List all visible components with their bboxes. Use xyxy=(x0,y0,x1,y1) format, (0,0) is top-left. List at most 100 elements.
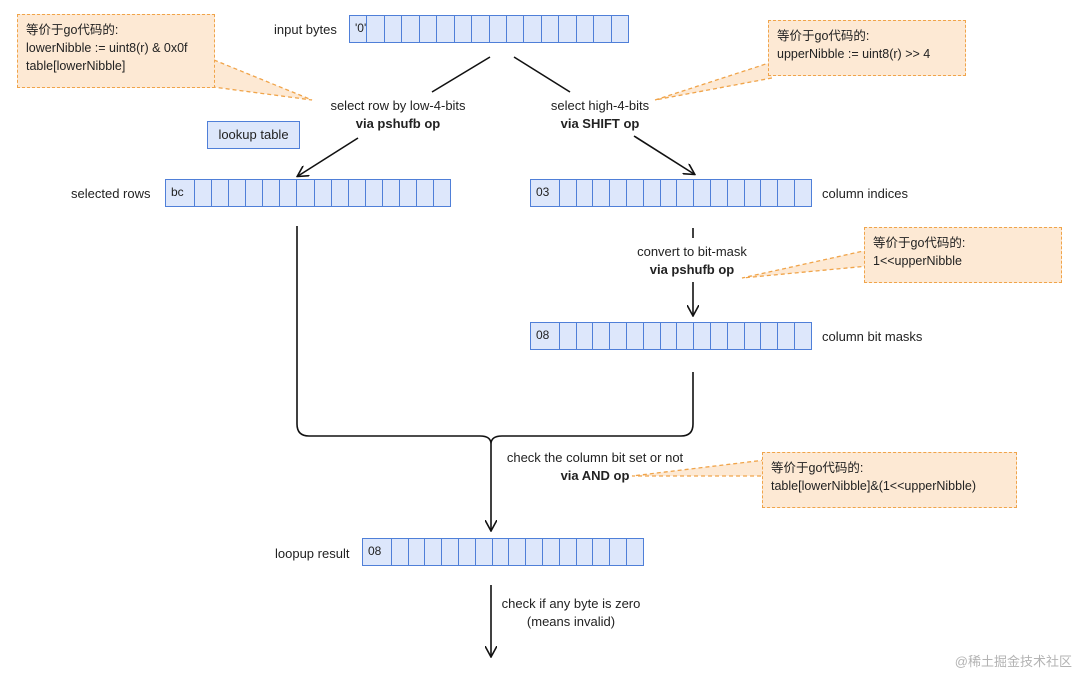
split-line-left xyxy=(431,56,491,93)
step-select-row: select row by low-4-bits via pshufb op xyxy=(330,97,465,133)
register-cell xyxy=(385,16,403,42)
note-upper-nibble: 等价于go代码的: upperNibble := uint8(r) >> 4 xyxy=(768,20,966,76)
column-indices-label: column indices xyxy=(822,186,908,201)
note-lower-line3: table[lowerNibble] xyxy=(26,59,126,73)
bit-mask-first: 08 xyxy=(531,323,560,349)
register-cell xyxy=(612,16,628,42)
register-cell xyxy=(627,539,643,565)
register-cell xyxy=(263,180,281,206)
register-cell xyxy=(476,539,493,565)
step-check-bit-line1: check the column bit set or not xyxy=(506,450,684,465)
register-cell xyxy=(677,180,695,206)
register-cell xyxy=(349,180,366,206)
register-cell xyxy=(425,539,443,565)
note-lower-line1: 等价于go代码的: xyxy=(26,23,119,37)
register-cell xyxy=(728,180,745,206)
register-cell xyxy=(778,323,796,349)
register-cell xyxy=(795,323,811,349)
register-cell xyxy=(229,180,247,206)
register-cell xyxy=(795,180,811,206)
step-check-zero: check if any byte is zero (means invalid… xyxy=(502,595,641,631)
column-bit-masks-register: 08 xyxy=(530,322,812,350)
step-convert-mask-line1: convert to bit-mask xyxy=(637,244,747,259)
watermark: @稀土掘金技术社区 xyxy=(954,654,1072,669)
split-line-right xyxy=(513,56,571,93)
note-and-op: 等价于go代码的: table[lowerNibble]&(1<<upperNi… xyxy=(762,452,1017,508)
register-cell xyxy=(383,180,400,206)
callout-pointer-mask xyxy=(741,249,869,279)
register-cell xyxy=(195,180,213,206)
arrow-to-column-indices xyxy=(633,135,694,174)
register-cell xyxy=(493,539,510,565)
register-cell xyxy=(728,323,745,349)
register-cell xyxy=(366,180,383,206)
note-mask-line1: 等价于go代码的: xyxy=(873,236,966,250)
callout-pointers xyxy=(188,59,869,477)
callout-pointer-upper xyxy=(654,61,773,101)
register-cell xyxy=(246,180,264,206)
register-cell xyxy=(711,323,728,349)
register-cell xyxy=(367,16,385,42)
register-cell xyxy=(402,16,420,42)
selected-rows-register: bc xyxy=(165,179,451,207)
lookup-table-box: lookup table xyxy=(207,121,300,149)
note-lower-nibble: 等价于go代码的: lowerNibble := uint8(r) & 0x0f… xyxy=(17,14,215,88)
register-cell xyxy=(560,539,577,565)
register-cell xyxy=(212,180,230,206)
register-cell xyxy=(577,16,595,42)
register-cell xyxy=(661,323,678,349)
note-lower-line2: lowerNibble := uint8(r) & 0x0f xyxy=(26,41,188,55)
register-cell xyxy=(610,323,627,349)
step-select-high: select high-4-bits via SHIFT op xyxy=(551,97,649,133)
register-cell xyxy=(526,539,544,565)
arrow-to-selected-rows xyxy=(298,137,359,176)
selected-rows-label: selected rows xyxy=(71,186,151,201)
register-cell xyxy=(490,16,507,42)
note-bit-mask: 等价于go代码的: 1<<upperNibble xyxy=(864,227,1062,283)
register-cell xyxy=(610,180,627,206)
register-cell xyxy=(661,180,678,206)
register-cell xyxy=(409,539,426,565)
column-index-first: 03 xyxy=(531,180,560,206)
register-cell xyxy=(472,16,490,42)
step-check-bit: check the column bit set or not via AND … xyxy=(507,449,683,485)
step-check-zero-line2: (means invalid) xyxy=(526,614,616,629)
register-cell xyxy=(434,180,450,206)
register-cell xyxy=(644,180,661,206)
register-cell xyxy=(761,323,779,349)
step-select-high-line2: via SHIFT op xyxy=(560,116,640,131)
step-check-zero-line1: check if any byte is zero xyxy=(501,596,641,611)
register-cell xyxy=(524,16,542,42)
register-cell xyxy=(593,323,611,349)
register-cell xyxy=(745,323,762,349)
input-byte-first: '0' xyxy=(350,16,368,42)
input-bytes-register: '0' xyxy=(349,15,629,43)
register-cell xyxy=(577,323,594,349)
note-upper-line1: 等价于go代码的: xyxy=(777,29,870,43)
lookup-result-first: 08 xyxy=(363,539,392,565)
register-cell xyxy=(593,180,611,206)
step-convert-mask-line2: via pshufb op xyxy=(649,262,735,277)
register-cell xyxy=(543,539,560,565)
note-and-line1: 等价于go代码的: xyxy=(771,461,864,475)
register-cell xyxy=(627,323,644,349)
register-cell xyxy=(507,16,525,42)
register-cell xyxy=(610,539,628,565)
register-cell xyxy=(459,539,476,565)
register-cell xyxy=(627,180,644,206)
register-cell xyxy=(417,180,434,206)
register-cell xyxy=(392,539,409,565)
step-convert-mask: convert to bit-mask via pshufb op xyxy=(637,243,747,279)
step-select-high-line1: select high-4-bits xyxy=(550,98,650,113)
register-cell xyxy=(745,180,762,206)
register-cell xyxy=(442,539,459,565)
register-cell xyxy=(778,180,796,206)
register-cell xyxy=(542,16,560,42)
note-upper-line2: upperNibble := uint8(r) >> 4 xyxy=(777,47,931,61)
register-cell xyxy=(644,323,661,349)
register-cell xyxy=(577,539,594,565)
register-cell xyxy=(594,16,612,42)
lookup-result-register: 08 xyxy=(362,538,644,566)
lookup-result-label: loopup result xyxy=(275,546,350,561)
